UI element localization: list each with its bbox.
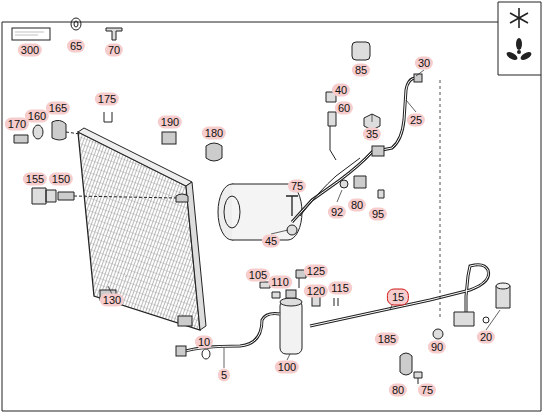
callout-number: 300 <box>18 44 42 57</box>
fitting <box>32 188 56 204</box>
callout-number: 5 <box>218 369 230 382</box>
clamp <box>400 353 412 375</box>
callout-number: 20 <box>477 331 495 344</box>
clamp <box>354 176 366 188</box>
bolt <box>106 28 122 40</box>
callout-number: 115 <box>328 282 352 295</box>
rubber-mount <box>52 120 66 140</box>
hose <box>182 314 280 352</box>
callout-number: 80 <box>389 384 407 397</box>
callout-number: 65 <box>67 40 85 53</box>
callout-number: 90 <box>428 341 446 354</box>
callout-number: 150 <box>49 173 73 186</box>
callout-number: 120 <box>304 285 328 298</box>
washer <box>71 18 81 30</box>
callout-number: 190 <box>158 116 182 129</box>
label-plate <box>12 28 50 40</box>
connector <box>334 298 338 306</box>
leader-line <box>108 70 500 368</box>
cap <box>352 42 370 60</box>
callout-number: 160 <box>25 110 49 123</box>
callout-number: 85 <box>352 64 370 77</box>
bolt <box>286 196 298 216</box>
washer <box>340 180 348 188</box>
hose <box>292 78 416 222</box>
bolt <box>14 135 28 143</box>
fitting <box>454 312 474 326</box>
callout-number: 125 <box>304 265 328 278</box>
o-ring <box>287 225 297 235</box>
grommet <box>206 143 222 161</box>
fitting <box>58 192 74 200</box>
callout-number: 70 <box>105 44 123 57</box>
callout-number: 100 <box>275 361 299 374</box>
hose-fitting <box>372 146 384 156</box>
callout-number: 30 <box>415 57 433 70</box>
bushing <box>33 125 43 139</box>
callout-number: 95 <box>369 208 387 221</box>
callout-number: 92 <box>328 206 346 219</box>
callout-number: 165 <box>46 102 70 115</box>
callout-number: 110 <box>268 276 292 289</box>
nut <box>433 329 443 339</box>
callout-number: 175 <box>95 93 119 106</box>
block <box>162 132 176 144</box>
callout-number: 185 <box>375 333 399 346</box>
bolt <box>414 372 422 384</box>
callout-number: 35 <box>363 128 381 141</box>
switch <box>312 296 320 306</box>
callout-number: 80 <box>348 199 366 212</box>
callout-number: 15 <box>387 289 409 306</box>
switch <box>272 292 280 298</box>
snowflake-icon <box>510 8 528 28</box>
callout-number: 40 <box>332 84 350 97</box>
pipe <box>310 265 489 326</box>
clip <box>104 112 112 122</box>
callout-number: 105 <box>246 269 270 282</box>
callout-number: 45 <box>262 235 280 248</box>
callout-number: 25 <box>407 114 425 127</box>
nut <box>378 190 384 198</box>
fan-icon <box>505 38 532 62</box>
frame <box>498 22 499 75</box>
callout-number: 10 <box>195 336 213 349</box>
receiver-drier <box>280 290 302 354</box>
callout-number: 75 <box>418 384 436 397</box>
callout-number: 130 <box>100 294 124 307</box>
callout-number: 155 <box>23 173 47 186</box>
callout-number: 180 <box>202 127 226 140</box>
callout-number: 60 <box>335 102 353 115</box>
callout-number: 75 <box>288 180 306 193</box>
condenser <box>78 128 206 330</box>
compressor <box>218 184 302 240</box>
